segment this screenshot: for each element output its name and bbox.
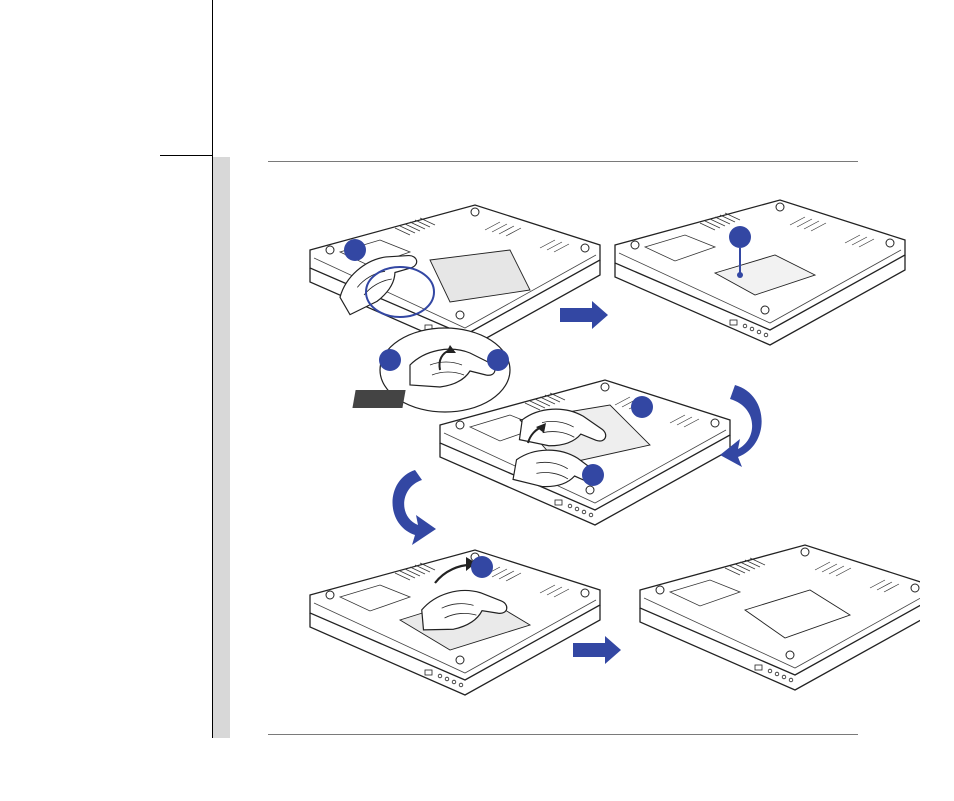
chapter-side-strip	[213, 157, 230, 738]
step-badge-icon	[582, 464, 604, 486]
step-badge-icon	[487, 349, 509, 371]
step-badge-icon	[729, 226, 751, 248]
step-5-laptop	[640, 545, 920, 690]
step-badge-icon	[344, 239, 366, 261]
curved-arrow-icon	[393, 470, 437, 545]
hdd-removal-illustration	[290, 195, 920, 715]
step-badge-icon	[631, 396, 653, 418]
right-arrow-icon	[573, 636, 621, 664]
bottom-rule	[268, 734, 858, 735]
right-arrow-icon	[560, 301, 608, 329]
step-badge-icon	[379, 349, 401, 371]
top-rule	[268, 161, 858, 162]
chapter-tab-line	[160, 155, 213, 156]
step-badge-icon	[471, 556, 493, 578]
step-3-callout	[352, 328, 510, 412]
step-2-laptop	[615, 200, 905, 345]
